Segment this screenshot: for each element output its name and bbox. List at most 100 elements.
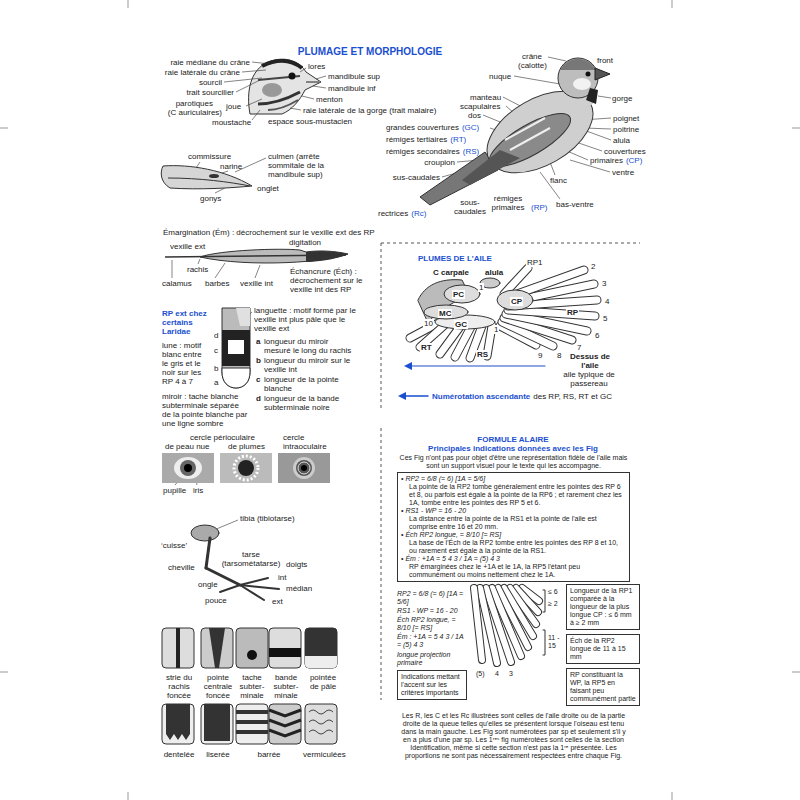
- label: pouce: [205, 596, 227, 605]
- gull-wingtip: [228, 340, 244, 354]
- label: crâne: [522, 52, 542, 61]
- pattern-tile: [269, 628, 301, 668]
- label: MC: [438, 309, 452, 318]
- label: barrée: [236, 750, 302, 759]
- label: vexille ext: [170, 242, 205, 251]
- label: 10: [423, 319, 434, 328]
- label: (5): [476, 670, 485, 678]
- label: (CP): [626, 156, 642, 165]
- label: FORMULE ALAIRE: [477, 435, 548, 444]
- label: aile typique de passereau: [562, 370, 616, 388]
- eye-photo: [296, 460, 312, 476]
- label: doigts: [286, 560, 307, 569]
- label: rachis: [187, 265, 208, 274]
- label: iris: [193, 486, 203, 495]
- label: Les R, les C et les Rc illustrées sont c…: [397, 712, 630, 760]
- label: joue: [226, 102, 241, 111]
- eye-photo: [180, 460, 196, 476]
- label: 5: [602, 314, 608, 323]
- label: 2: [590, 262, 596, 271]
- label: lune : motif blanc entre le gris et le n…: [162, 341, 210, 386]
- wing-diagram: [410, 365, 545, 366]
- wing-diagram: [508, 310, 595, 316]
- wing-diagram: [398, 392, 406, 400]
- box-text: Éch de la RP2 longue de 11 à 15 mm: [570, 637, 636, 661]
- label: onglet: [257, 184, 279, 193]
- wing-diagram: [497, 290, 533, 310]
- crop-mark: [792, 672, 800, 673]
- crop-mark: [792, 128, 800, 129]
- bird-head: [289, 73, 296, 80]
- page-title: PLUMAGE ET MORPHOLOGIE: [298, 46, 442, 58]
- gull-wingtip: [222, 308, 250, 388]
- eye-photo: [220, 453, 272, 483]
- label: RP ext chez certains Laridae: [162, 309, 218, 336]
- label: 7: [576, 343, 582, 352]
- label: Principales indications données avec les…: [428, 444, 598, 453]
- pattern-tile: [269, 710, 301, 736]
- label: longue projection primaire: [397, 651, 459, 667]
- pattern-tile: [269, 704, 301, 744]
- text-box: • RP2 = 6/8 (= 6) [1A = 5/6]La pointe de…: [397, 472, 630, 582]
- label: ventre: [612, 168, 634, 177]
- label: int: [278, 573, 286, 582]
- crop-mark: [672, 792, 673, 800]
- sparrow: [505, 118, 550, 150]
- pattern-tile: [236, 730, 268, 734]
- label: ongle: [198, 580, 218, 589]
- bird-head: [306, 82, 319, 83]
- feather: [165, 249, 348, 263]
- label: lores: [308, 62, 325, 71]
- label: alula: [484, 268, 504, 277]
- sparrow: [586, 88, 598, 104]
- label: 1: [493, 325, 499, 334]
- pattern-tile: [201, 704, 233, 744]
- bird-head: [262, 83, 282, 97]
- label: a: [214, 378, 218, 387]
- label: GC: [454, 320, 468, 329]
- feather: [306, 251, 348, 262]
- label: 11 - 15: [548, 634, 562, 650]
- label: Ém : +1A = 5 4 3 / 1A = (5) 4 3: [397, 633, 467, 649]
- label: vermiculées: [303, 750, 345, 759]
- wing-formula-fan: [543, 590, 545, 655]
- label: RS: [476, 350, 489, 359]
- eye-photo: [238, 460, 254, 476]
- label: c: [214, 346, 218, 355]
- label: pupille: [163, 486, 186, 495]
- crop-mark: [0, 672, 8, 673]
- label: PLUMES DE L'AILE: [418, 254, 492, 263]
- label: (RP): [531, 203, 547, 212]
- pattern-tile: [305, 628, 337, 668]
- label: ≤ 6: [548, 588, 558, 596]
- wing-formula-fan: [474, 588, 482, 660]
- box-text: Indications mettant l'accent sur les cri…: [401, 673, 463, 697]
- label: longueur du miroir sur le vexille int: [264, 356, 356, 374]
- label: rémiges primaires: [488, 194, 528, 212]
- label: (RS): [463, 147, 479, 156]
- label: mandibule inf: [328, 84, 376, 93]
- label: raie latérale de la gorge (trait malaire…: [303, 106, 436, 115]
- label: cercle périoculaire: [190, 433, 255, 442]
- wing-diagram: [404, 395, 428, 397]
- pattern-tile: [162, 704, 194, 744]
- eye-photo: [184, 464, 192, 472]
- box-text: • RS1 - WP = 16 - 20: [401, 507, 626, 515]
- label: rémiges tertiaires: [386, 135, 447, 144]
- wing-diagram: [508, 310, 595, 316]
- label: mandibule sup: [328, 72, 380, 81]
- label: des RP, RS, RT et GC: [533, 392, 612, 401]
- label: strie du rachis foncée: [158, 673, 200, 700]
- label: scapulaires: [460, 102, 500, 111]
- label: b: [214, 364, 218, 373]
- label: raie latérale du crâne: [165, 68, 240, 77]
- label: raie médiane du crâne: [170, 58, 250, 67]
- label: RS1 - WP = 16 - 20: [397, 607, 458, 615]
- label: pointée de pâle: [305, 673, 341, 691]
- label: Ces Fig n'ont pas pour objet d'être une …: [397, 454, 630, 470]
- label: miroir : tache blanche subterminale sépa…: [162, 392, 250, 428]
- wing-formula-fan: [474, 588, 482, 660]
- gull-wingtip: [222, 308, 250, 388]
- pattern-tile: [309, 710, 333, 734]
